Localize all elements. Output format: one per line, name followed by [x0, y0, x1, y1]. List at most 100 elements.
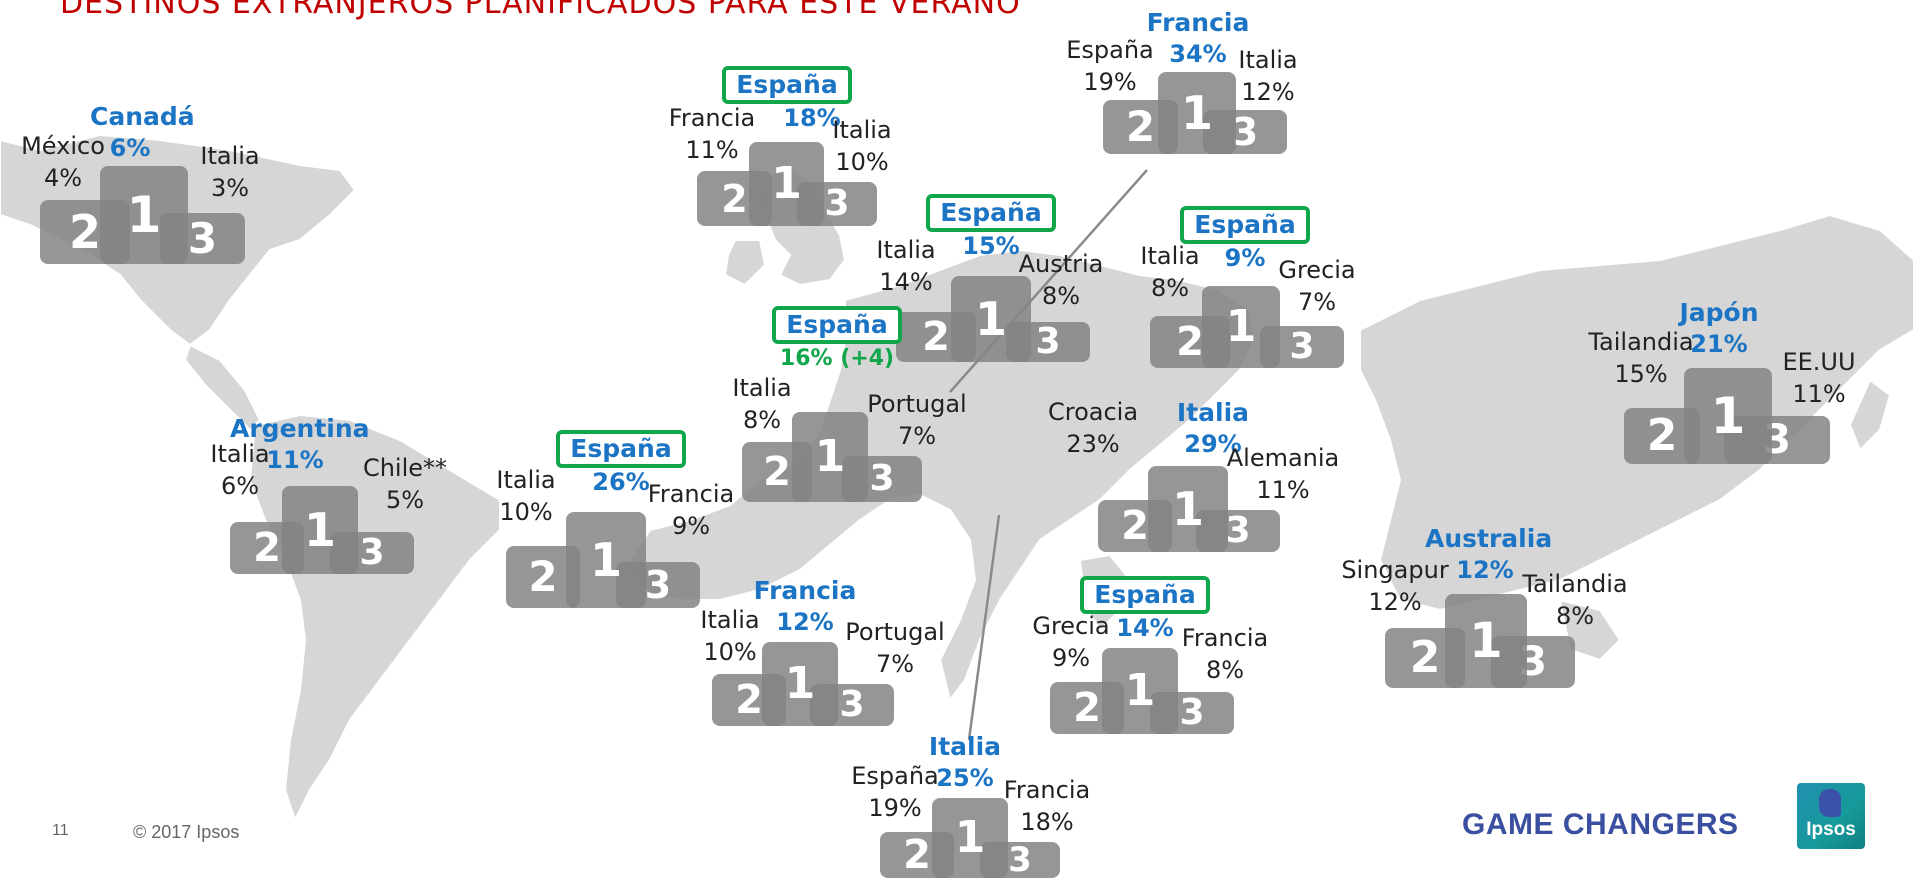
winner-brazil: España 26%: [556, 430, 686, 496]
third-label-uk: Italia 10%: [822, 114, 902, 178]
second-value: 6%: [220, 472, 260, 500]
leader-line-italy: [967, 514, 1001, 741]
second-label-hungary: Croacia 23%: [1048, 396, 1138, 460]
step-first: 1: [792, 412, 868, 502]
third-label-spain: Portugal 7%: [840, 616, 950, 680]
winner-hungary: Italia 29%: [1158, 396, 1268, 458]
second-name: España: [851, 762, 939, 790]
second-name: Singapur: [1341, 556, 1449, 584]
second-value: 11%: [685, 136, 739, 164]
winner-name: España: [926, 194, 1056, 232]
third-name: EE.UU: [1782, 348, 1856, 376]
third-name: Italia: [200, 142, 260, 170]
winner-france: España 16% (+4): [772, 306, 902, 374]
third-label-canada: Italia 3%: [190, 140, 270, 204]
third-label-germany: Austria 8%: [1016, 248, 1106, 312]
step-first: 1: [1445, 594, 1527, 688]
third-value: 8%: [1555, 602, 1595, 630]
third-label-italy: Francia 18%: [992, 774, 1102, 838]
second-value: 23%: [1066, 430, 1120, 458]
second-label-brazil: Italia 10%: [486, 464, 566, 528]
third-label-china: EE.UU 11%: [1774, 346, 1864, 410]
step-first: 1: [1148, 466, 1228, 552]
third-value: 11%: [1792, 380, 1846, 408]
third-value: 11%: [1256, 476, 1310, 504]
second-value: 19%: [868, 794, 922, 822]
ireland-shape: [723, 239, 767, 287]
third-label-belgium: Italia 12%: [1228, 44, 1308, 108]
second-name: Grecia: [1032, 612, 1110, 640]
winner-name: Italia: [1176, 398, 1250, 427]
step-first: 1: [100, 166, 188, 264]
step-first: 1: [1158, 72, 1236, 154]
winner-name: Italia: [928, 732, 1002, 761]
second-name: Italia: [1140, 242, 1200, 270]
third-value: 10%: [835, 148, 889, 176]
step-first: 1: [566, 512, 646, 608]
second-label-poland: Italia 8%: [1130, 240, 1210, 304]
ipsos-logo: Ipsos: [1797, 783, 1865, 849]
step-first: 1: [282, 486, 358, 574]
second-name: Francia: [668, 104, 756, 132]
winner-value: 9%: [1224, 244, 1266, 272]
winner-value: 25%: [936, 764, 994, 792]
winner-italy: Italia 25%: [910, 730, 1020, 792]
step-first: 1: [749, 142, 824, 226]
second-value: 8%: [1150, 274, 1190, 302]
japan-shape: [1848, 378, 1892, 452]
winner-name: España: [1080, 576, 1210, 614]
winner-value: 12%: [776, 608, 834, 636]
brand-tagline: GAME CHANGERS: [1462, 808, 1739, 841]
third-label-argentina: Chile** 5%: [360, 452, 450, 516]
ipsos-logo-icon: [1819, 789, 1841, 817]
second-name: Tailandia: [1588, 328, 1694, 356]
third-name: Francia: [1181, 624, 1269, 652]
second-value: 15%: [1614, 360, 1668, 388]
winner-poland: España 9%: [1180, 206, 1310, 272]
winner-value: 6%: [109, 134, 151, 162]
step-first: 1: [1684, 368, 1772, 464]
second-value: 14%: [879, 268, 933, 296]
third-label-serbia: Francia 8%: [1170, 622, 1280, 686]
second-name: Italia: [732, 374, 792, 402]
third-value: 9%: [671, 512, 711, 540]
step-first: 1: [1102, 648, 1178, 734]
second-name: Italia: [210, 440, 270, 468]
winner-serbia: España 14%: [1080, 576, 1210, 642]
third-name: Portugal: [867, 390, 967, 418]
winner-value: 18%: [783, 104, 841, 132]
third-label-australia: Tailandia 8%: [1515, 568, 1635, 632]
third-name: Francia: [647, 480, 735, 508]
second-name: España: [1066, 36, 1154, 64]
winner-canada: Canadá 6%: [80, 100, 195, 162]
third-name: Alemania: [1226, 444, 1340, 472]
ipsos-logo-text: Ipsos: [1806, 819, 1856, 840]
second-value: 12%: [1368, 588, 1422, 616]
third-label-poland: Grecia 7%: [1272, 254, 1362, 318]
winner-name: Australia: [1425, 524, 1553, 553]
third-value: 12%: [1241, 78, 1295, 106]
winner-value: 16% (+4): [779, 346, 895, 371]
second-value: 4%: [43, 164, 83, 192]
second-name: México: [21, 132, 105, 160]
second-name: Italia: [496, 466, 556, 494]
second-label-argentina: Italia 6%: [205, 438, 275, 502]
slide-title: DESTINOS EXTRANJEROS PLANIFICADOS PARA E…: [60, 0, 1021, 21]
step-first: 1: [951, 276, 1031, 362]
winner-name: España: [1180, 206, 1310, 244]
winner-argentina: Argentina 11%: [220, 412, 370, 474]
winner-australia: Australia 12%: [1415, 522, 1555, 584]
winner-name: Argentina: [230, 414, 370, 443]
second-label-belgium: España 19%: [1055, 34, 1165, 98]
winner-germany: España 15%: [926, 194, 1056, 260]
third-name: Austria: [1018, 250, 1104, 278]
winner-value: 14%: [1116, 614, 1174, 642]
second-value: 10%: [499, 498, 553, 526]
third-name: Italia: [832, 116, 892, 144]
third-value: 3%: [210, 174, 250, 202]
winner-value: 11%: [266, 446, 324, 474]
second-label-china: Tailandia 15%: [1576, 326, 1706, 390]
second-name: Italia: [700, 606, 760, 634]
third-value: 7%: [875, 650, 915, 678]
winner-value: 29%: [1184, 430, 1242, 458]
